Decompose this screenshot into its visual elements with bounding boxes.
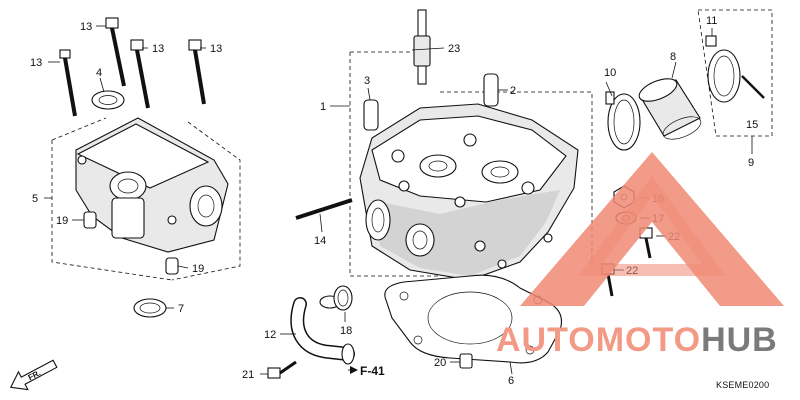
watermark-brand: AUTOMOTOHUB: [496, 320, 778, 360]
camshaft-holder: [51, 117, 241, 281]
spark-plug-23: [413, 9, 431, 85]
callout-20: 20: [434, 357, 446, 369]
dowel-pin-19-a: [83, 211, 97, 229]
bolt-set: [59, 17, 206, 117]
callout-8: 8: [670, 51, 676, 63]
stud-bolt-14: [295, 198, 353, 220]
seal-4: [91, 90, 125, 110]
callout-13: 13: [152, 43, 164, 55]
o-ring-18: [333, 285, 353, 311]
callout-23: 23: [448, 43, 460, 55]
callout-6: 6: [508, 375, 514, 387]
callout-12: 12: [264, 329, 276, 341]
drawing-code: KSEME0200: [716, 380, 770, 390]
callout-14: 14: [314, 235, 326, 247]
bolt-13-a: [59, 49, 77, 117]
clamp-10: [605, 91, 641, 151]
callout-15: 15: [746, 119, 758, 131]
callout-10: 10: [604, 67, 616, 79]
callout-3: 3: [364, 75, 370, 87]
callout-18: 18: [340, 325, 352, 337]
callout-2: 2: [510, 85, 516, 97]
bolt-13-b: [105, 17, 126, 87]
cylinder-head: [349, 51, 593, 281]
callout-19: 19: [56, 215, 68, 227]
callout-9: 9: [748, 157, 754, 169]
reference-f41: F-41: [350, 364, 385, 378]
guide-3: [363, 99, 379, 131]
callout-13: 13: [30, 57, 42, 69]
callout-7: 7: [178, 303, 184, 315]
callout-19: 19: [192, 263, 204, 275]
dowel-pin-19-b: [165, 257, 179, 275]
head-gasket: [384, 274, 563, 364]
callout-11: 11: [706, 15, 717, 27]
o-ring-7: [133, 298, 167, 318]
callout-13: 13: [210, 43, 222, 55]
front-arrow-icon: FR.: [9, 359, 58, 391]
watermark-brand-part2: HUB: [701, 321, 778, 359]
callout-21: 21: [242, 369, 254, 381]
bolt-13-d: [188, 39, 206, 105]
watermark-logo-icon: [520, 152, 784, 306]
bolt-13-c: [130, 39, 150, 109]
guide-2: [483, 73, 499, 107]
callout-5: 5: [32, 193, 38, 205]
watermark-brand-part1: AUTOMOTO: [496, 321, 702, 359]
bolt-21: [267, 360, 297, 379]
collar-20: [459, 353, 473, 369]
callout-1: 1: [320, 101, 326, 113]
insulator-8: [638, 78, 702, 140]
callout-13: 13: [80, 21, 92, 33]
clamp-assembly-9: [697, 9, 773, 137]
callout-4: 4: [96, 67, 102, 79]
reference-label: F-41: [360, 364, 385, 378]
